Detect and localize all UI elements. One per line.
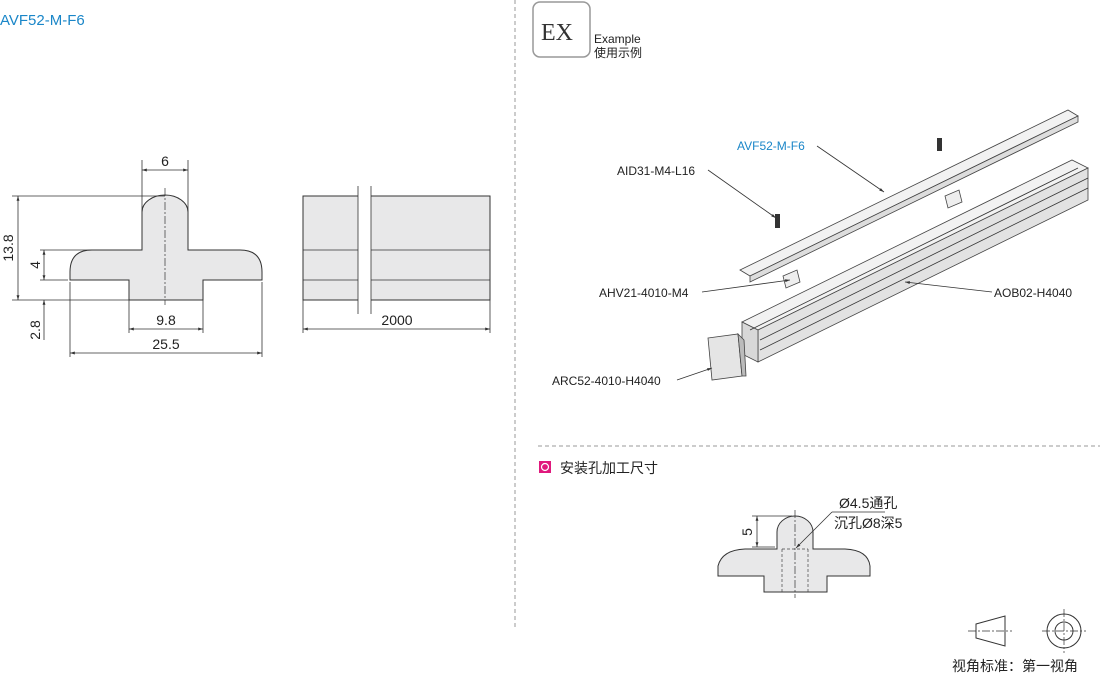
product-code-title: AVF52-M-F6: [0, 12, 85, 29]
side-view: 2000: [302, 186, 491, 333]
hole-section-title: 安装孔加工尺寸: [560, 460, 658, 476]
hole-note-through: Ø4.5通孔: [839, 495, 897, 511]
dim-top-width: 6: [161, 153, 169, 169]
dim-total-width: 25.5: [152, 336, 179, 352]
dim-stem: 2.8: [27, 320, 43, 340]
hole-section: 安装孔加工尺寸 5 Ø4.5通孔 沉孔Ø8深5: [539, 460, 903, 598]
example-label-en: Example: [594, 32, 641, 46]
label-profile: AOB02-H4040: [994, 286, 1072, 300]
example-badge: EX Example 使用示例: [532, 1, 642, 60]
dim-hole-depth: 5: [739, 528, 755, 536]
example-badge-text: EX: [541, 20, 573, 46]
example-label-cn: 使用示例: [594, 45, 642, 60]
label-cap: ARC52-4010-H4040: [552, 374, 661, 388]
dim-flange: 4: [27, 261, 43, 269]
assembly-illustration: AVF52-M-F6 AID31-M4-L16 AHV21-4010-M4 AO…: [552, 109, 1089, 388]
section-marker-icon: [539, 461, 551, 473]
dim-length: 2000: [381, 312, 412, 328]
label-rail: AVF52-M-F6: [737, 139, 805, 153]
hole-note-counterbore: 沉孔Ø8深5: [834, 515, 903, 531]
projection-label: 视角标准：第一视角: [952, 658, 1078, 674]
first-angle-projection-symbol: 视角标准：第一视角: [952, 609, 1086, 674]
dim-bottom-width: 9.8: [156, 312, 176, 328]
dim-height: 13.8: [0, 234, 16, 261]
label-screw: AID31-M4-L16: [617, 164, 695, 178]
cross-section-view: 6 13.8 4 2.8 9.8 25.5: [0, 153, 263, 357]
label-nut: AHV21-4010-M4: [599, 286, 689, 300]
